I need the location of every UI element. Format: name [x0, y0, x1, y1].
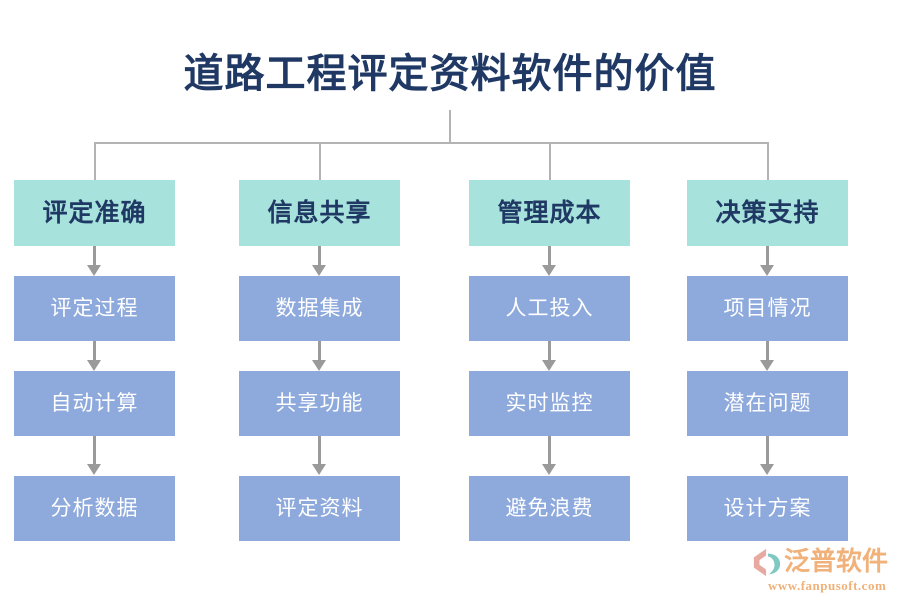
column-3-step-1-box[interactable]: 人工投入 [469, 276, 630, 341]
column-3: 管理成本 人工投入 实时监控 避免浪费 [469, 180, 630, 541]
page-title: 道路工程评定资料软件的价值 [183, 51, 717, 96]
column-2-arrow-2 [239, 341, 400, 371]
column-1-arrow-2 [14, 341, 175, 371]
arrow-shaft [318, 341, 321, 362]
column-4: 决策支持 项目情况 潜在问题 设计方案 [687, 180, 848, 541]
column-1-step-2-box[interactable]: 自动计算 [14, 371, 175, 436]
fanpu-swoosh-icon [753, 548, 781, 576]
column-2: 信息共享 数据集成 共享功能 评定资料 [239, 180, 400, 541]
column-2-step-2-box[interactable]: 共享功能 [239, 371, 400, 436]
arrow-shaft [766, 436, 769, 466]
arrow-shaft [766, 246, 769, 267]
column-3-arrow-1 [469, 246, 630, 276]
column-1: 评定准确 评定过程 自动计算 分析数据 [14, 180, 175, 541]
column-4-header-box[interactable]: 决策支持 [687, 180, 848, 246]
arrow-head-icon [87, 360, 101, 371]
column-3-step-2-label: 实时监控 [505, 391, 594, 415]
arrow-shaft [93, 341, 96, 362]
connector-drop-col2 [319, 142, 321, 180]
column-1-header-label: 评定准确 [42, 199, 147, 227]
column-2-step-2-label: 共享功能 [275, 391, 364, 415]
arrow-head-icon [542, 360, 556, 371]
column-2-step-1-box[interactable]: 数据集成 [239, 276, 400, 341]
arrow-head-icon [760, 360, 774, 371]
arrow-shaft [548, 436, 551, 466]
column-4-arrow-1 [687, 246, 848, 276]
arrow-head-icon [312, 265, 326, 276]
column-1-header-box[interactable]: 评定准确 [14, 180, 175, 246]
column-1-step-3-box[interactable]: 分析数据 [14, 476, 175, 541]
arrow-shaft [93, 436, 96, 466]
arrow-head-icon [87, 464, 101, 475]
column-4-step-2-label: 潜在问题 [723, 391, 812, 415]
column-3-step-2-box[interactable]: 实时监控 [469, 371, 630, 436]
column-2-step-1-label: 数据集成 [275, 296, 364, 320]
brand-logo[interactable]: 泛普软件 www.fanpusoft.com [752, 545, 897, 595]
arrow-head-icon [542, 464, 556, 475]
brand-logo-row: 泛普软件 [752, 545, 897, 578]
column-1-arrow-3 [14, 436, 175, 476]
column-2-header-box[interactable]: 信息共享 [239, 180, 400, 246]
column-4-step-1-box[interactable]: 项目情况 [687, 276, 848, 341]
arrow-shaft [318, 246, 321, 267]
connector-drop-col4 [767, 142, 769, 180]
column-3-step-1-label: 人工投入 [505, 296, 594, 320]
column-1-step-2-label: 自动计算 [50, 391, 139, 415]
arrow-head-icon [312, 360, 326, 371]
column-2-arrow-3 [239, 436, 400, 476]
arrow-shaft [548, 341, 551, 362]
column-3-arrow-2 [469, 341, 630, 371]
column-2-step-3-label: 评定资料 [275, 496, 364, 520]
connector-horizontal-bar [94, 142, 768, 144]
arrow-shaft [93, 246, 96, 267]
column-4-step-3-box[interactable]: 设计方案 [687, 476, 848, 541]
column-3-step-3-label: 避免浪费 [505, 496, 594, 520]
column-1-step-1-box[interactable]: 评定过程 [14, 276, 175, 341]
column-3-header-label: 管理成本 [497, 199, 602, 227]
column-3-arrow-3 [469, 436, 630, 476]
arrow-head-icon [760, 265, 774, 276]
arrow-shaft [548, 246, 551, 267]
column-4-arrow-3 [687, 436, 848, 476]
connector-drop-col3 [549, 142, 551, 180]
column-1-step-1-label: 评定过程 [50, 296, 139, 320]
column-4-arrow-2 [687, 341, 848, 371]
brand-logo-url: www.fanpusoft.com [768, 578, 887, 593]
column-3-header-box[interactable]: 管理成本 [469, 180, 630, 246]
connector-stem-main [449, 110, 451, 143]
column-1-step-3-label: 分析数据 [50, 496, 139, 520]
column-3-step-3-box[interactable]: 避免浪费 [469, 476, 630, 541]
arrow-shaft [766, 341, 769, 362]
arrow-head-icon [542, 265, 556, 276]
column-4-step-2-box[interactable]: 潜在问题 [687, 371, 848, 436]
column-1-arrow-1 [14, 246, 175, 276]
column-4-header-label: 决策支持 [715, 199, 820, 227]
arrow-head-icon [760, 464, 774, 475]
connector-drop-col1 [94, 142, 96, 180]
arrow-head-icon [312, 464, 326, 475]
arrow-head-icon [87, 265, 101, 276]
column-4-step-3-label: 设计方案 [723, 496, 812, 520]
column-2-header-label: 信息共享 [267, 199, 372, 227]
column-4-step-1-label: 项目情况 [723, 296, 812, 320]
brand-logo-name: 泛普软件 [784, 546, 889, 576]
column-2-arrow-1 [239, 246, 400, 276]
arrow-shaft [318, 436, 321, 466]
column-2-step-3-box[interactable]: 评定资料 [239, 476, 400, 541]
